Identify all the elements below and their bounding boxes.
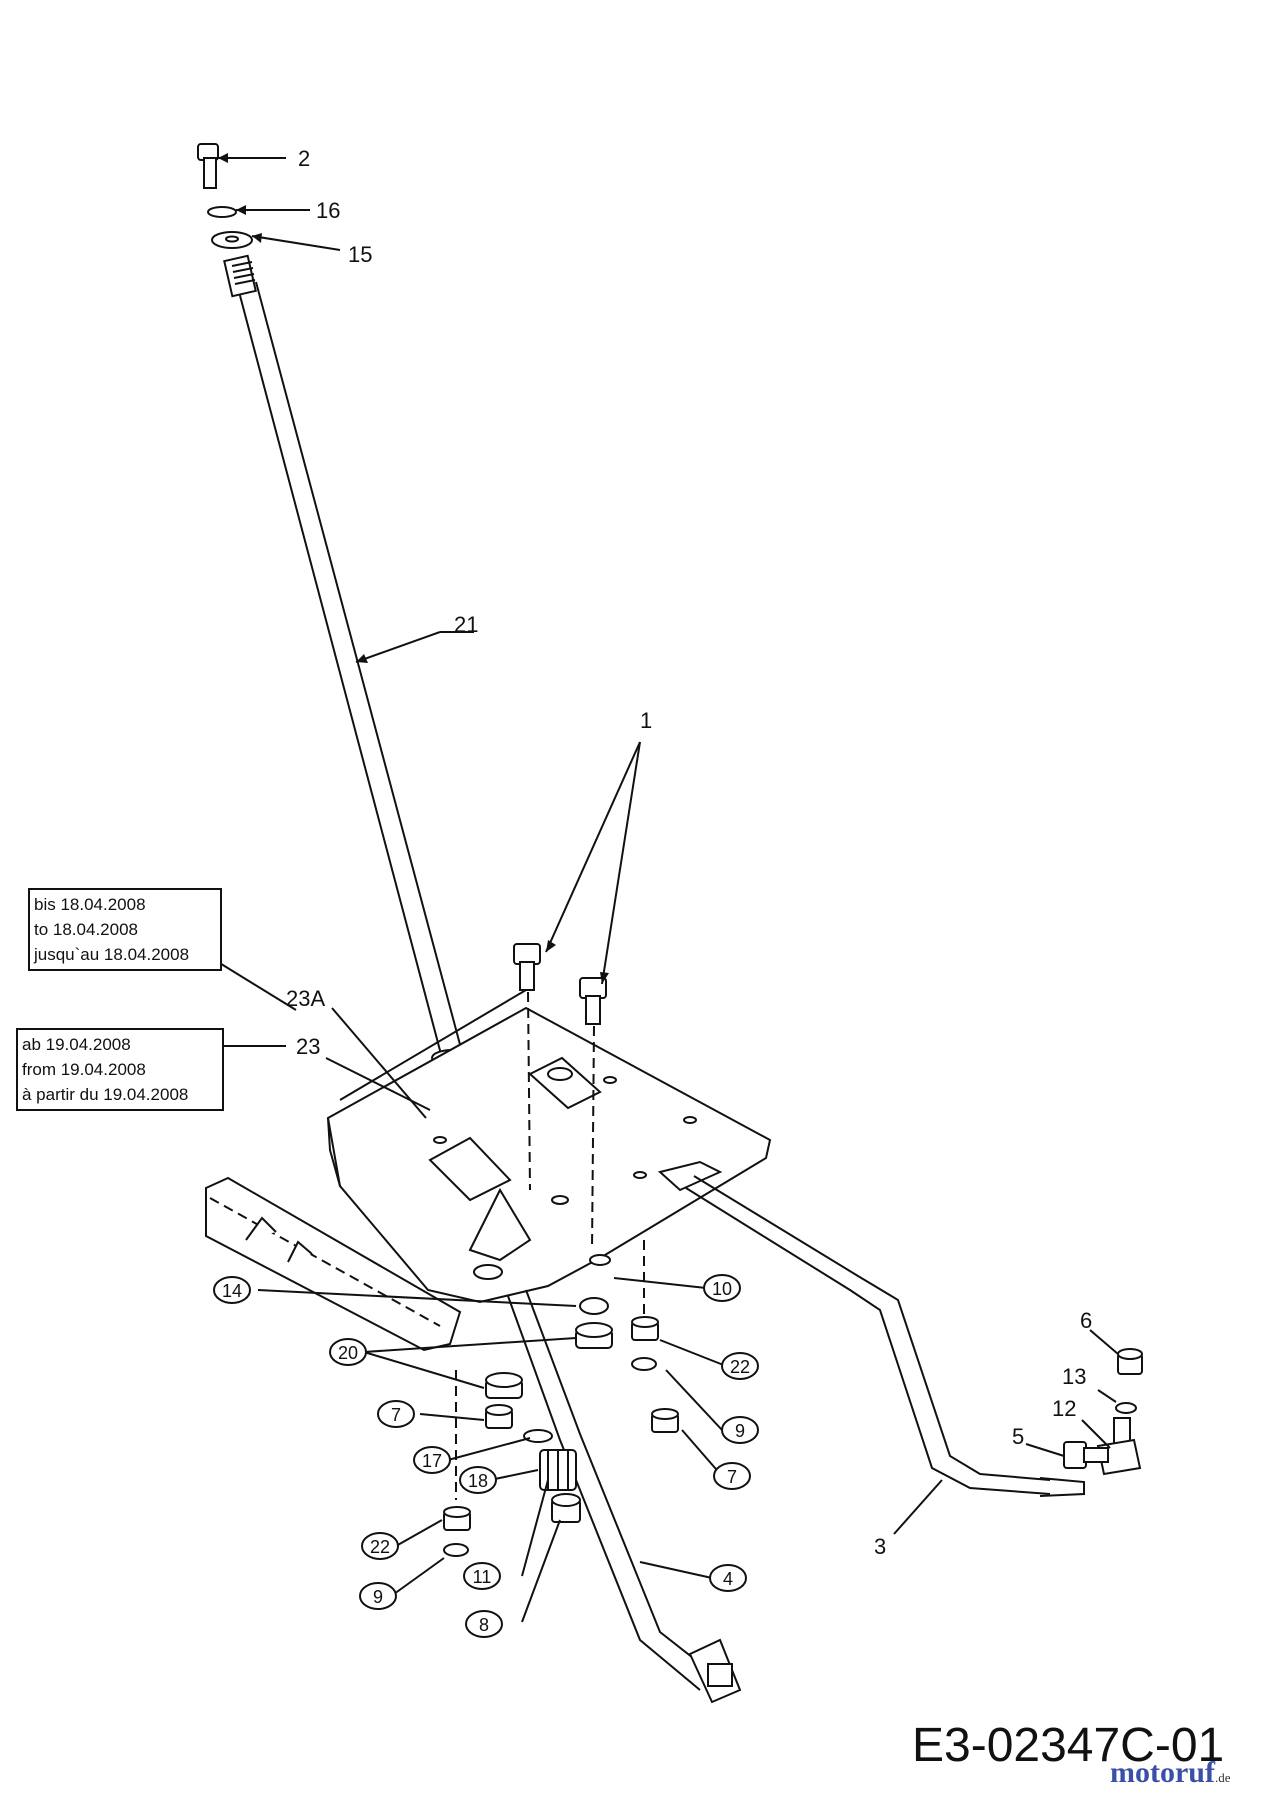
washer-9b [443,1543,469,1557]
label-22b: 22 [370,1537,390,1557]
bolt-5 [1063,1441,1109,1469]
note-23-line-1: ab 19.04.2008 [22,1035,131,1054]
label-7a: 7 [391,1405,401,1425]
washer-16 [207,206,237,218]
note-23A-line-2: to 18.04.2008 [34,920,138,939]
callout-18: 18 [459,1466,497,1494]
washer-17 [523,1429,553,1443]
frame-rail [205,1176,462,1352]
callout-20: 20 [329,1338,367,1366]
label-22a: 22 [730,1357,750,1377]
label-8: 8 [479,1615,489,1635]
label-13: 13 [1062,1364,1086,1389]
steering-plate [326,989,772,1304]
callout-7b: 7 [713,1462,751,1490]
brand-logo: motoruf.de [1110,1756,1231,1790]
callout-8: 8 [465,1610,503,1638]
label-2: 2 [298,146,310,171]
label-12: 12 [1052,1396,1076,1421]
callout-22a: 22 [721,1352,759,1380]
drawing-code: E3-02347C-01 [912,1719,1225,1772]
nut-8 [551,1493,581,1523]
label-23: 23 [296,1034,320,1059]
washer-15 [211,231,253,249]
label-1: 1 [640,708,652,733]
label-4: 4 [723,1569,733,1589]
label-18: 18 [468,1471,488,1491]
leader-lines [217,153,1119,1623]
label-3: 3 [874,1534,886,1559]
bushing-20b [485,1372,523,1399]
nut-6 [1117,1348,1143,1375]
washer-14 [579,1297,609,1315]
callout-7a: 7 [377,1400,415,1428]
label-17: 17 [422,1451,442,1471]
label-5: 5 [1012,1424,1024,1449]
brand-tld: .de [1214,1770,1231,1785]
steering-shaft [223,254,473,1095]
label-6: 6 [1080,1308,1092,1333]
callout-22b: 22 [361,1532,399,1560]
label-10: 10 [712,1279,732,1299]
tie-rod-4 [507,1289,742,1704]
bolt-1a [513,943,541,991]
label-23A: 23A [286,986,325,1011]
note-23A-line-1: bis 18.04.2008 [34,895,146,914]
label-14: 14 [222,1281,242,1301]
ball-joint-12 [1096,1417,1142,1476]
bolt-2 [197,143,219,189]
label-11: 11 [473,1567,492,1587]
label-21: 21 [454,612,478,637]
callout-4: 4 [709,1564,747,1592]
nut-22a [631,1316,659,1341]
tie-rod-3 [685,1175,1085,1497]
note-box-23: ab 19.04.2008 from 19.04.2008 à partir d… [16,1028,224,1111]
washer-9a [631,1357,657,1371]
nut-22b [443,1506,471,1531]
label-20: 20 [338,1343,358,1363]
label-7b: 7 [727,1467,737,1487]
gear-18 [539,1449,577,1491]
label-16: 16 [316,198,340,223]
callout-14: 14 [213,1276,251,1304]
note-box-23A: bis 18.04.2008 to 18.04.2008 jusqu`au 18… [28,888,222,971]
callout-9b: 9 [359,1582,397,1610]
callout-17: 17 [413,1446,451,1474]
nut-7a [485,1404,513,1429]
nut-7b [651,1408,679,1433]
note-23A-line-3: jusqu`au 18.04.2008 [34,945,190,964]
brand-name: motoruf [1110,1756,1215,1789]
callout-9a: 9 [721,1416,759,1444]
callout-10: 10 [703,1274,741,1302]
label-15: 15 [348,242,372,267]
bolt-1b [579,977,607,1025]
washer-13 [1115,1402,1137,1414]
label-9b: 9 [373,1587,383,1607]
note-23-line-3: à partir du 19.04.2008 [22,1085,189,1104]
label-9a: 9 [735,1421,745,1441]
note-23-line-2: from 19.04.2008 [22,1060,146,1079]
bushing-20a [575,1322,613,1349]
callout-11: 11 [463,1562,501,1590]
